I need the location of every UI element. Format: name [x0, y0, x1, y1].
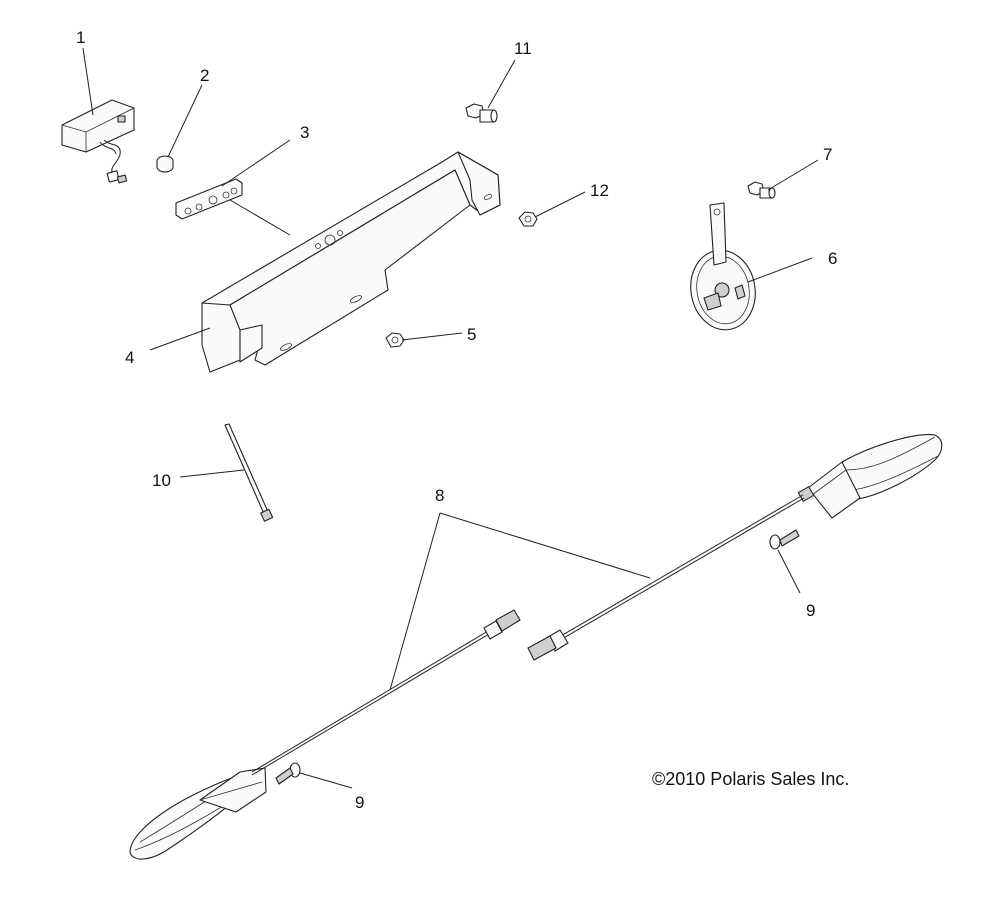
screw-part-9b — [275, 762, 301, 785]
bolt-part-11 — [465, 103, 498, 123]
callout-labels: 1 2 3 4 5 6 7 8 9 9 10 11 12 — [76, 28, 837, 812]
turn-signal-left — [129, 609, 521, 860]
leader-lines — [82, 47, 819, 789]
callout-3: 3 — [300, 123, 309, 142]
nut-part-12 — [518, 211, 538, 227]
callout-10: 10 — [152, 471, 171, 490]
nut-part — [385, 332, 405, 348]
callout-7: 7 — [823, 145, 832, 164]
callout-12: 12 — [590, 181, 609, 200]
turn-signal-right — [527, 434, 943, 661]
callout-5: 5 — [467, 325, 476, 344]
bolt-part-7 — [747, 181, 776, 199]
spacer-part — [156, 155, 174, 173]
callout-9b: 9 — [355, 793, 364, 812]
callout-4: 4 — [125, 348, 134, 367]
horn-part — [690, 202, 756, 331]
screw-part-9a — [769, 529, 800, 550]
callout-6: 6 — [828, 249, 837, 268]
license-light-part — [61, 99, 135, 184]
callout-9a: 9 — [806, 601, 815, 620]
plate-part — [175, 178, 243, 220]
callout-11: 11 — [514, 39, 532, 58]
callout-8: 8 — [435, 486, 444, 505]
callout-1: 1 — [76, 28, 85, 47]
cable-tie-part — [224, 423, 274, 522]
bracket-part — [201, 151, 501, 373]
callout-2: 2 — [200, 66, 209, 85]
copyright-notice: ©2010 Polaris Sales Inc. — [652, 769, 849, 789]
